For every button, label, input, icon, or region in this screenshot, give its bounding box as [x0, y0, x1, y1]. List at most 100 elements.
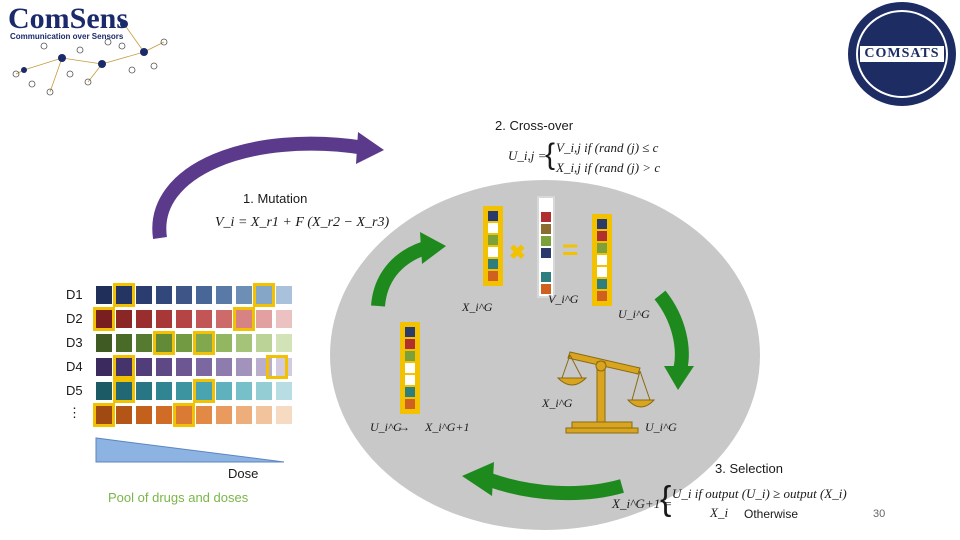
color-cell [136, 358, 152, 376]
color-cell [156, 382, 172, 400]
green-arrowhead-right [664, 366, 694, 390]
highlight-d5-2 [113, 379, 135, 403]
color-cell [488, 211, 498, 221]
color-cell [116, 334, 132, 352]
mutation-formula: V_i = X_r1 + F (X_r2 − X_r3) [215, 215, 390, 230]
color-cell [156, 334, 172, 352]
color-cell [176, 310, 192, 328]
highlight-d2-1 [93, 307, 115, 331]
brand-name: ComSens [8, 2, 129, 35]
color-cell [541, 236, 551, 246]
color-cell [405, 327, 415, 337]
color-cell [136, 286, 152, 304]
purple-arrowhead [356, 132, 384, 164]
color-cell [156, 406, 172, 424]
process-circle [330, 180, 760, 530]
color-cell [96, 310, 112, 328]
color-cell [156, 310, 172, 328]
color-cell [597, 291, 607, 301]
dose-triangle [95, 437, 285, 463]
color-cell [541, 284, 551, 294]
color-cell [541, 200, 551, 210]
label-vi-g: V_i^G [548, 292, 579, 306]
color-cell [405, 375, 415, 385]
color-cell [176, 358, 192, 376]
color-cell [96, 406, 112, 424]
crossover-case-2: X_i,j if (rand (j) > c [556, 160, 661, 175]
color-cell [256, 310, 272, 328]
color-cell [541, 212, 551, 222]
color-cell [276, 406, 292, 424]
highlight-d1-2 [113, 283, 135, 307]
green-arrow-right [654, 290, 689, 372]
brand-tagline: Communication over Sensors [10, 32, 124, 41]
color-cell [597, 279, 607, 289]
color-cell [196, 310, 212, 328]
color-cell [116, 310, 132, 328]
crossover-title: 2. Cross-over [495, 118, 574, 133]
color-cell [116, 382, 132, 400]
selection-lhs: X_i^G+1 = [612, 496, 673, 511]
highlight-d4-11 [266, 355, 288, 379]
badge-ring [856, 10, 948, 98]
color-cell [136, 406, 152, 424]
green-arrow-bottom [487, 473, 624, 501]
color-cell [96, 334, 112, 352]
color-cell [116, 358, 132, 376]
color-cell [96, 286, 112, 304]
color-cell [541, 224, 551, 234]
row-label-more: ⋮ [68, 405, 81, 420]
color-cell [196, 286, 212, 304]
color-cell [597, 255, 607, 265]
purple-arrow [152, 136, 367, 240]
label-xi-g: X_i^G [462, 300, 493, 314]
color-cell [597, 219, 607, 229]
color-cell [236, 310, 252, 328]
color-cell [216, 358, 232, 376]
color-cell [176, 286, 192, 304]
color-cell [96, 358, 112, 376]
color-cell [541, 248, 551, 258]
balance-scale-icon [556, 351, 656, 434]
color-cell [405, 351, 415, 361]
comsats-badge: COMSATS [848, 2, 956, 106]
highlight-d1-9 [253, 283, 275, 307]
color-cell [276, 286, 292, 304]
color-cell [597, 243, 607, 253]
badge-label: COMSATS [860, 46, 944, 62]
color-cell [136, 334, 152, 352]
pool-caption: Pool of drugs and doses [108, 490, 249, 505]
highlight-more-1 [93, 403, 115, 427]
color-cell [488, 223, 498, 233]
highlight-d2-8 [233, 307, 255, 331]
color-cell [216, 334, 232, 352]
row-label-d5: D5 [66, 383, 83, 398]
drug-pool-grid: D1 D2 D3 D4 D5 ⋮ [66, 283, 296, 444]
color-cell [488, 259, 498, 269]
color-cell [196, 406, 212, 424]
vector-xi [483, 206, 503, 286]
color-cell [276, 310, 292, 328]
color-cell [216, 382, 232, 400]
color-cell [276, 334, 292, 352]
label-xi-g-selection: X_i^G [542, 396, 573, 410]
row-label-d1: D1 [66, 287, 83, 302]
color-cell [405, 387, 415, 397]
color-cell [216, 406, 232, 424]
crossover-case-1: V_i,j if (rand (j) ≤ c [556, 140, 659, 155]
vector-ui [592, 214, 612, 306]
color-cell [276, 358, 292, 376]
highlight-d3-6 [193, 331, 215, 355]
color-cell [405, 399, 415, 409]
selection-case-2-var: X_i [710, 505, 729, 520]
color-cell [405, 363, 415, 373]
green-arrowhead-bottom [462, 462, 494, 496]
color-cell [136, 310, 152, 328]
color-cell [488, 235, 498, 245]
color-cell [116, 406, 132, 424]
selection-brace: { [660, 480, 672, 518]
color-cell [116, 286, 132, 304]
page-number: 30 [873, 508, 886, 520]
color-cell [276, 382, 292, 400]
selection-title: 3. Selection [715, 461, 783, 476]
